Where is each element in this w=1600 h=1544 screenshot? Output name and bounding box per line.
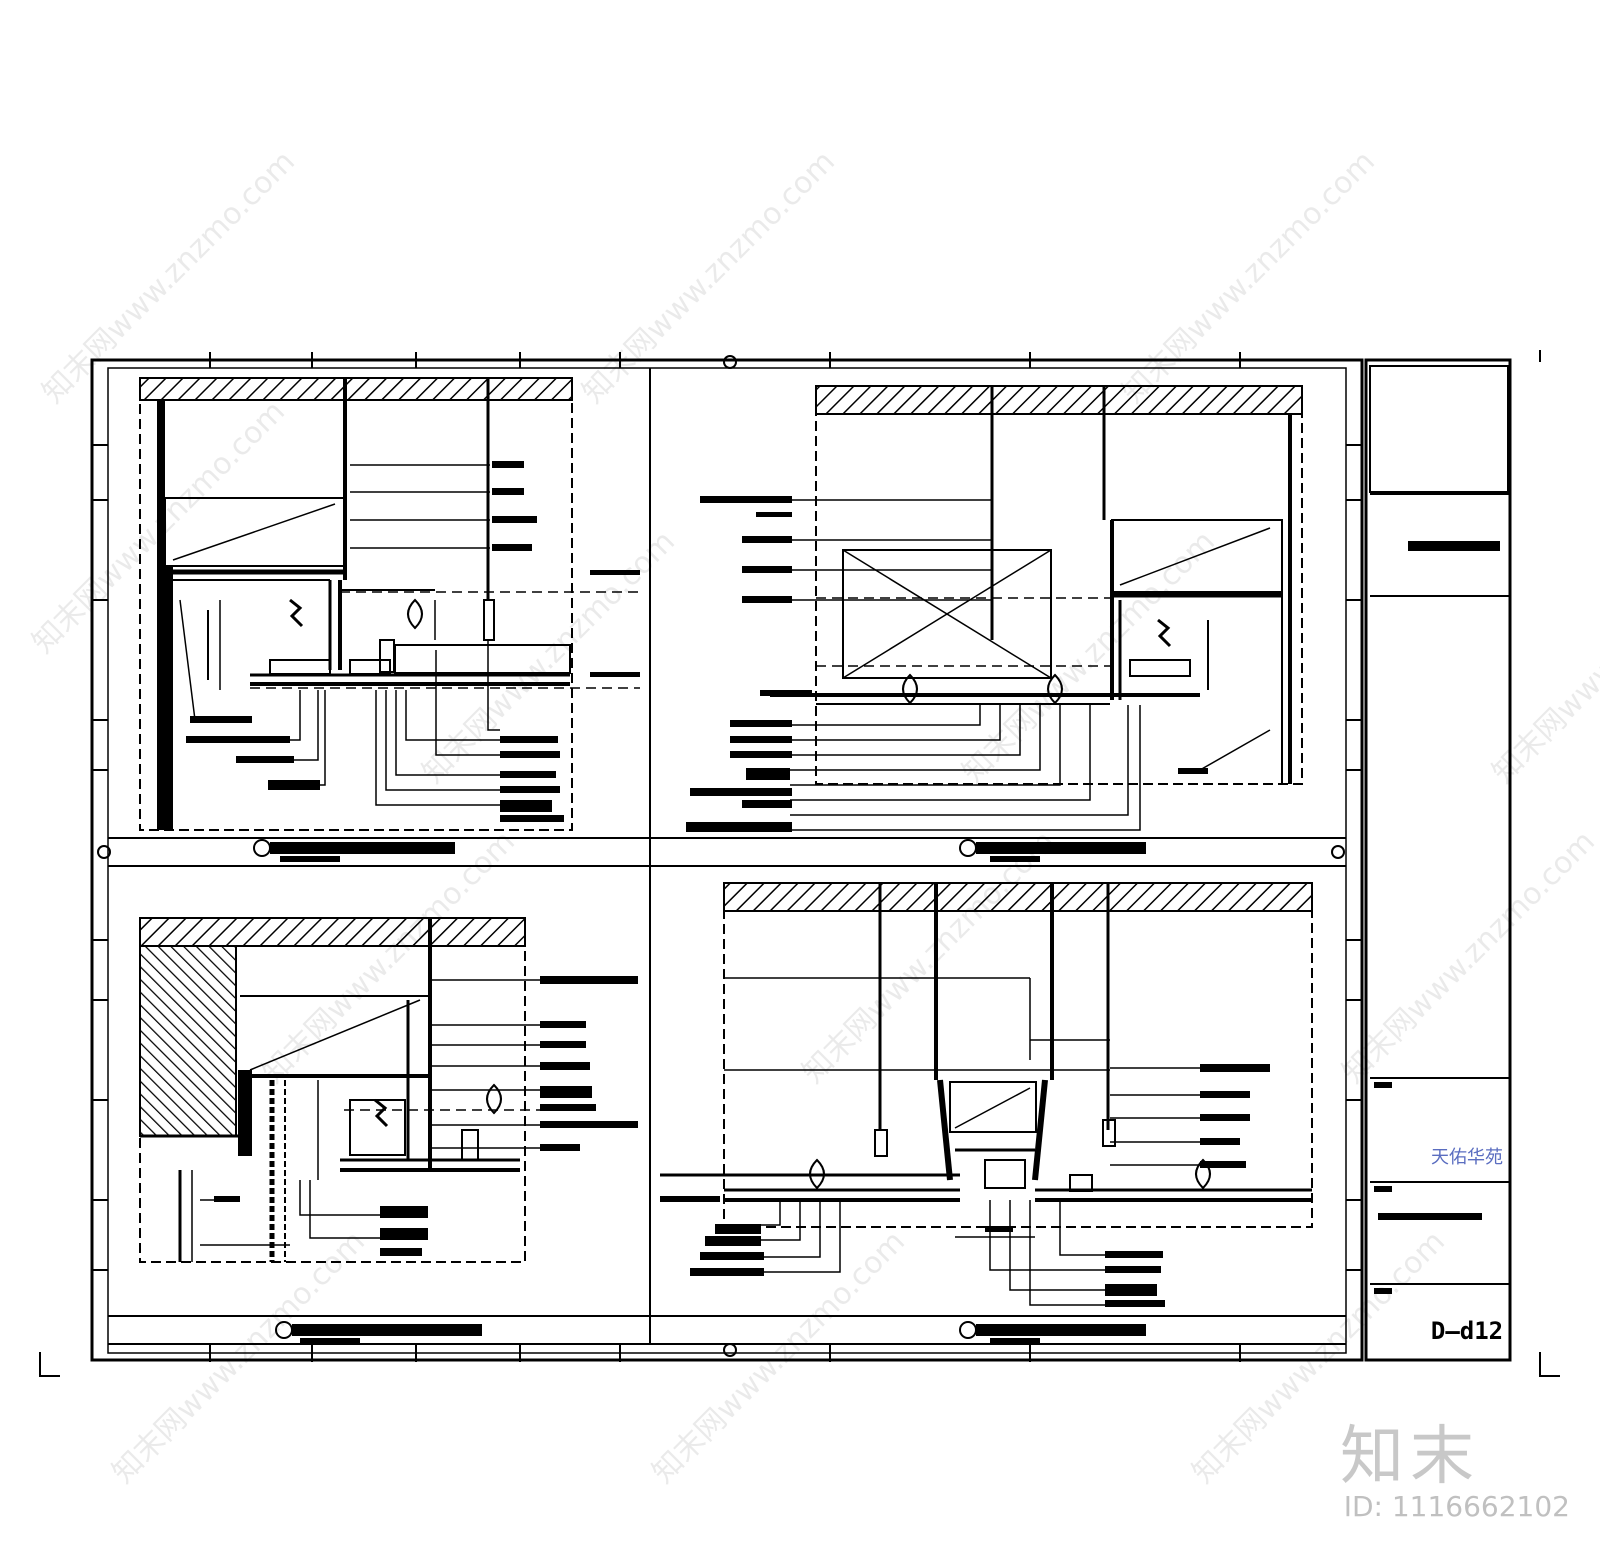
image-id-label: ID: 1116662102 bbox=[1343, 1490, 1570, 1523]
center-markers bbox=[97, 355, 1345, 1357]
section-top-left bbox=[139, 377, 640, 862]
title-block bbox=[1364, 358, 1512, 1362]
section-bottom-right bbox=[660, 882, 1313, 1344]
callout-number-icon bbox=[959, 1321, 1146, 1344]
callout-number-icon bbox=[959, 839, 1146, 862]
drawing-number: D—d12 bbox=[1430, 1317, 1504, 1345]
project-name: 天佑华苑 bbox=[1431, 1147, 1503, 1168]
section-top-right bbox=[686, 385, 1303, 862]
brand-logo: 知末 bbox=[1340, 1420, 1480, 1494]
callout-number-icon bbox=[253, 839, 455, 862]
section-bottom-left bbox=[139, 917, 638, 1344]
callout-number-icon bbox=[275, 1321, 482, 1344]
grid-ticks bbox=[92, 352, 1362, 1362]
